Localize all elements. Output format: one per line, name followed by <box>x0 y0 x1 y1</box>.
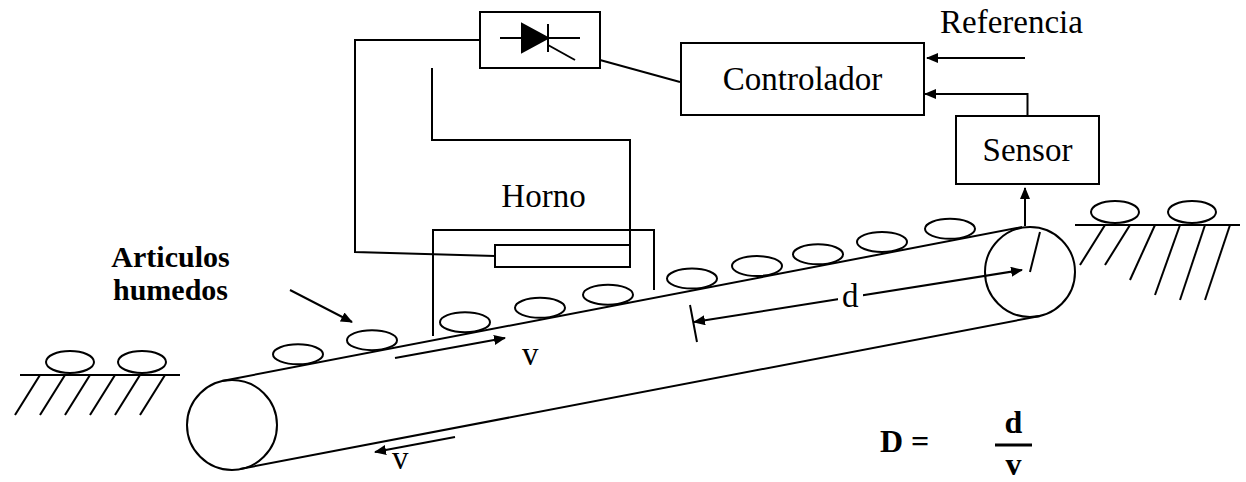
oven: Horno <box>432 176 655 336</box>
belt-item <box>732 256 782 276</box>
velocity-arrow <box>395 338 505 358</box>
reference-label: Referencia <box>940 4 1083 40</box>
belt-item <box>273 344 323 364</box>
roller-mark <box>1030 232 1040 272</box>
thyristor-box <box>480 12 600 68</box>
ground-right <box>1075 201 1240 300</box>
velocity-label: v <box>522 336 539 372</box>
left-roller <box>187 380 277 470</box>
belt-item <box>793 244 843 264</box>
gate-wire <box>600 60 680 82</box>
box-label: Sensor <box>983 132 1073 168</box>
velocity-label: v <box>392 440 409 476</box>
belt-item <box>925 219 975 239</box>
oven-heading: Horno <box>432 178 655 214</box>
ground-left <box>15 351 180 415</box>
leader-arrow <box>290 290 352 322</box>
belt-items <box>273 219 975 365</box>
dimension-tick <box>690 305 697 342</box>
box-label: Controlador <box>723 61 882 97</box>
thyristor-symbol <box>500 24 580 60</box>
callout-label: Articulos humedos <box>88 240 253 306</box>
heater-resistor <box>495 245 630 267</box>
belt-item <box>583 285 633 305</box>
belt-item <box>667 269 717 289</box>
belt-item <box>347 330 397 350</box>
formula-numerator: d <box>995 405 1032 440</box>
power-wire <box>355 40 495 256</box>
power-wire <box>432 68 630 245</box>
dimension-line <box>694 270 1022 322</box>
belt-item <box>515 298 565 318</box>
dimension-label: d <box>838 278 863 314</box>
right-roller <box>985 227 1075 317</box>
belt-item <box>440 312 490 332</box>
velocity-arrow <box>375 437 455 452</box>
signal-connector <box>925 94 1028 115</box>
formula-label: D = <box>880 424 929 459</box>
belt-top <box>222 227 1022 381</box>
belt-item <box>857 232 907 252</box>
measure-arrow <box>1024 188 1026 226</box>
controller-box: Controlador <box>680 42 925 116</box>
formula-denominator: v <box>995 447 1032 482</box>
sensor-box: Sensor <box>955 115 1100 185</box>
reference-arrow <box>927 57 1025 59</box>
belt-bottom <box>240 316 1040 469</box>
